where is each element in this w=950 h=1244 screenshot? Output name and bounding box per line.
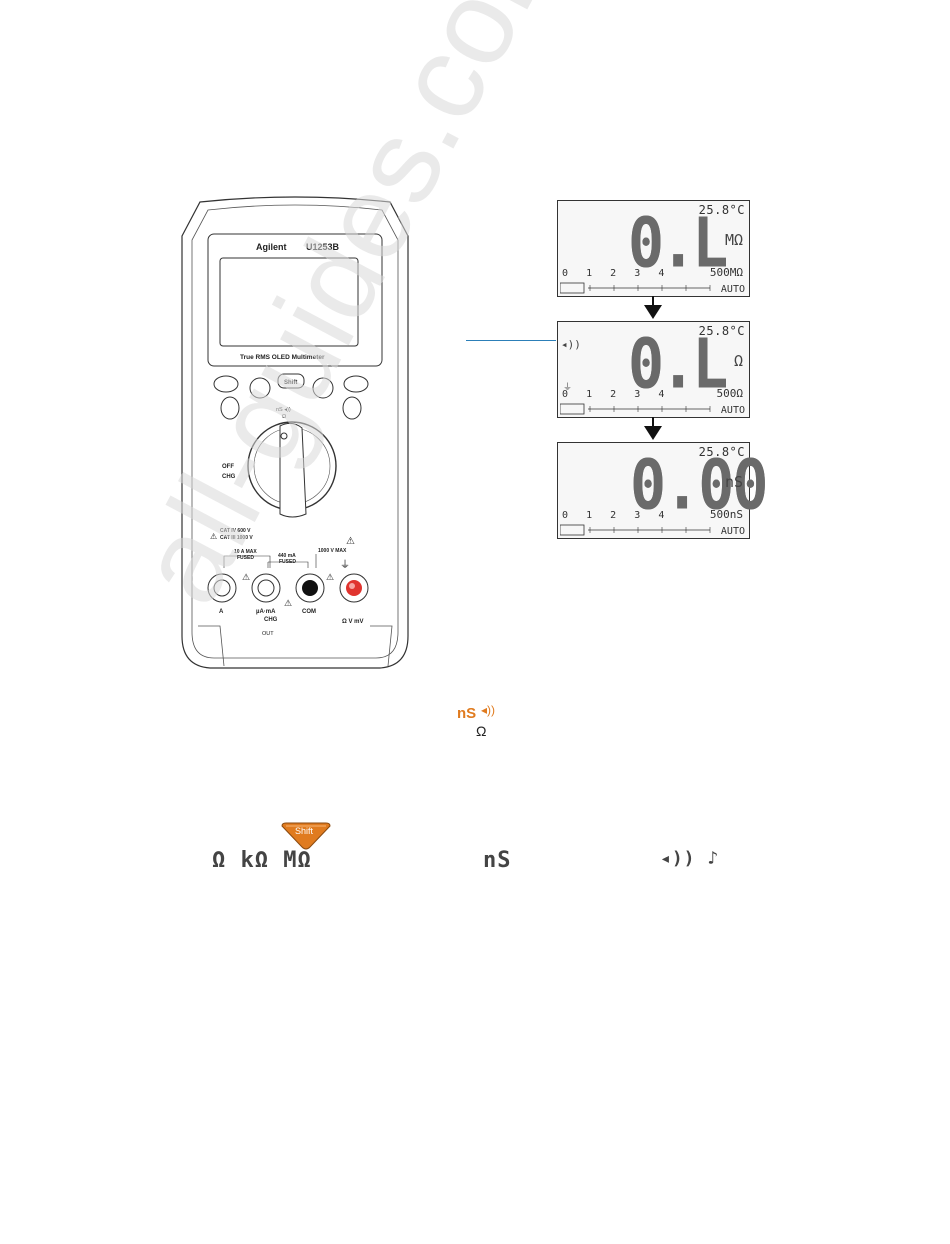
- temperature-readout: 25.8°C: [698, 445, 745, 459]
- unit-label: Ω: [733, 352, 743, 370]
- arrow-stem: [652, 296, 654, 306]
- dial-ns-label: nS ◂)): [276, 407, 291, 413]
- temperature-readout: 25.8°C: [698, 203, 745, 217]
- ns-unit: nS: [483, 848, 512, 873]
- warning-icon: ⚠: [326, 572, 334, 582]
- bargraph: [560, 524, 711, 536]
- terminal-com-label: COM: [302, 609, 316, 615]
- brand-logo: Agilent: [256, 242, 287, 252]
- function-button-4[interactable]: [343, 375, 369, 393]
- ohm-range-units: Ω kΩ MΩ: [212, 848, 312, 873]
- bargraph: [560, 403, 711, 415]
- lcd-panel-ohm: 25.8°C ◂)) ⏚ 0.L Ω 0 1 2 3 4 500Ω AUTO: [557, 321, 750, 418]
- dial-knob[interactable]: [279, 422, 307, 518]
- auto-range-label: AUTO: [720, 405, 745, 416]
- function-button-5[interactable]: [220, 396, 240, 420]
- callout-line: [466, 340, 556, 341]
- terminal-v-label: Ω V mV: [342, 619, 363, 625]
- bargraph-scale: 0 1 2 3 4: [562, 510, 665, 521]
- arrow-stem: [652, 417, 654, 427]
- cat-iv-label: CAT IV 600 V: [220, 528, 251, 534]
- ground-icon: ⏚: [563, 383, 573, 393]
- model-label: U1253B: [306, 242, 340, 252]
- lcd-panel-mohm: 25.8°C 0.L MΩ 0 1 2 3 4 500MΩ AUTO: [557, 200, 750, 297]
- range-label: 500Ω: [716, 387, 744, 400]
- warning-icon: ⚠: [346, 536, 355, 547]
- shift-button-icon: [281, 822, 331, 850]
- terminal-chg-label: CHG: [264, 617, 278, 623]
- down-arrow-icon: [644, 305, 662, 319]
- off-label: OFF: [222, 464, 234, 470]
- bargraph-scale: 0 1 2 3 4: [562, 268, 665, 279]
- chg-label: CHG: [222, 474, 236, 480]
- meter-subtitle: True RMS OLED Multimeter: [240, 354, 325, 361]
- unit-label: nS: [724, 473, 743, 491]
- continuity-tone-icons: ◂)) ♪: [660, 848, 720, 869]
- fused-a-label: FUSED: [237, 555, 254, 561]
- multimeter-illustration: Agilent U1253B True RMS OLED Multimeter …: [181, 196, 409, 669]
- shift-badge-label: Shift: [295, 826, 314, 836]
- bargraph: [560, 282, 711, 294]
- main-reading: 0.L: [628, 324, 728, 405]
- max-440-label: 440 mA: [278, 553, 296, 559]
- auto-range-label: AUTO: [720, 284, 745, 295]
- max-10a-label: 10 A MAX: [234, 549, 257, 555]
- terminal-uama-label: µA·mA: [256, 609, 276, 615]
- main-reading: 0.00: [630, 445, 768, 526]
- auto-range-label: AUTO: [720, 526, 745, 537]
- temperature-readout: 25.8°C: [698, 324, 745, 338]
- function-button-2[interactable]: [249, 377, 271, 399]
- main-reading: 0.L: [628, 203, 728, 284]
- shift-button-label: Shift: [284, 380, 297, 386]
- lcd-panel-ns: 25.8°C 0.00 nS 0 1 2 3 4 500nS AUTO: [557, 442, 768, 539]
- function-button-6[interactable]: [342, 396, 362, 420]
- terminal-out-label: OUT: [262, 631, 274, 637]
- terminal-a-label: A: [219, 609, 224, 615]
- shift-button[interactable]: [277, 373, 305, 389]
- down-arrow-icon: [644, 426, 662, 440]
- dial-position-legend: nS ◂)) Ω: [457, 703, 517, 745]
- ns-label: nS: [457, 705, 477, 722]
- function-button-3[interactable]: [312, 377, 334, 399]
- warning-icon: ⚠: [284, 598, 292, 608]
- unit-label: MΩ: [724, 231, 743, 249]
- tone-icon: ◂)): [561, 338, 581, 351]
- warning-icon: ⚠: [242, 572, 250, 582]
- warning-icon: ⚠: [210, 532, 217, 541]
- ground-icon: ⏚: [340, 559, 350, 571]
- range-label: 500nS: [709, 508, 743, 521]
- function-button-1[interactable]: [213, 375, 239, 393]
- cat-iii-label: CAT III 1000 V: [220, 535, 253, 541]
- dial-ohm-label: Ω: [282, 414, 286, 420]
- bargraph-scale: 0 1 2 3 4: [562, 389, 665, 400]
- max-1000v-label: 1000 V MAX: [318, 548, 347, 554]
- ohm-label: Ω: [476, 723, 487, 739]
- range-label: 500MΩ: [709, 266, 743, 279]
- sound-icon: ◂)): [481, 703, 496, 717]
